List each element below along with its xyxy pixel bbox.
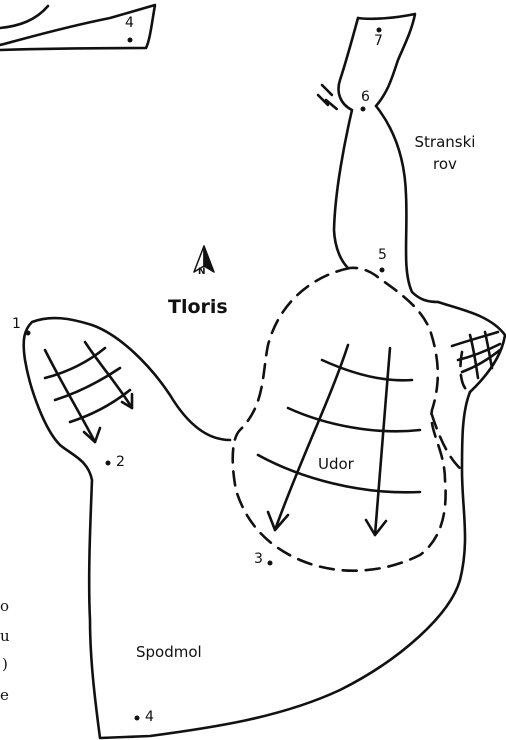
point-dot-7 xyxy=(376,27,382,33)
top-left-fragment-outline xyxy=(0,3,157,52)
point-dot-5 xyxy=(379,267,385,273)
udor-arrowhead-2 xyxy=(364,518,388,537)
corridor-top xyxy=(356,12,417,108)
edge-text-fragment-4: e xyxy=(0,686,9,704)
north-letter: N xyxy=(198,267,206,277)
edge-text-fragment-3: ) xyxy=(2,655,8,673)
label-stranski-rov-line2: rov xyxy=(433,155,457,173)
right-lobe-hatch-4 xyxy=(468,333,480,380)
point-label-5: 5 xyxy=(378,247,387,263)
udor-cross-3 xyxy=(256,453,422,494)
udor-arrow-1 xyxy=(273,343,350,532)
point-dot-6 xyxy=(360,106,366,112)
corridor-left-wall xyxy=(332,16,360,270)
udor-cross-1 xyxy=(320,358,414,382)
left-hatch-cross-2 xyxy=(53,366,122,402)
right-lobe-hatch-1 xyxy=(450,330,500,348)
label-stranski-rov-line1: Stranski xyxy=(414,133,476,151)
right-lobe-hatch-5 xyxy=(483,330,494,370)
left-hatch-arrowhead-2 xyxy=(120,392,134,410)
top-left-inner-stroke xyxy=(0,4,50,30)
lower-right-dashed xyxy=(430,413,464,472)
side-lobe-outline xyxy=(436,300,506,394)
point-label-1: 1 xyxy=(12,316,21,332)
point-dot-2 xyxy=(105,460,111,466)
corridor-dashed-top xyxy=(316,83,340,112)
point-dot-4-top xyxy=(127,37,133,43)
label-udor: Udor xyxy=(318,455,354,473)
udor-dashed-boundary xyxy=(231,266,447,572)
north-arrow-icon xyxy=(193,245,215,273)
point-dot-1 xyxy=(25,330,31,336)
label-spodmol: Spodmol xyxy=(136,643,202,661)
udor-arrow-2 xyxy=(373,346,392,537)
right-lobe-dashed xyxy=(459,350,472,394)
point-label-6: 6 xyxy=(361,89,370,105)
udor-arrowhead-1 xyxy=(266,510,290,532)
right-lobe-hatch-2 xyxy=(456,342,502,362)
left-hatch-cross-1 xyxy=(43,346,107,380)
point-dot-4-bottom xyxy=(134,715,140,721)
point-label-3: 3 xyxy=(254,551,263,567)
udor-cross-2 xyxy=(286,406,422,433)
edge-text-fragment-1: o xyxy=(0,597,10,615)
edge-text-fragment-2: u xyxy=(0,627,10,645)
right-lobe-hatch-3 xyxy=(460,348,502,374)
main-cave-outline xyxy=(22,316,472,740)
point-dot-3 xyxy=(267,560,273,566)
point-label-4-bottom: 4 xyxy=(145,709,154,725)
map-title: Tloris xyxy=(168,296,228,318)
left-hatch-arrowhead-1 xyxy=(82,426,102,444)
point-label-4-top: 4 xyxy=(125,15,134,31)
point-label-7: 7 xyxy=(374,33,383,49)
left-hatch-cross-3 xyxy=(68,388,132,424)
point-label-2: 2 xyxy=(116,454,125,470)
corridor-right-wall xyxy=(374,104,440,304)
